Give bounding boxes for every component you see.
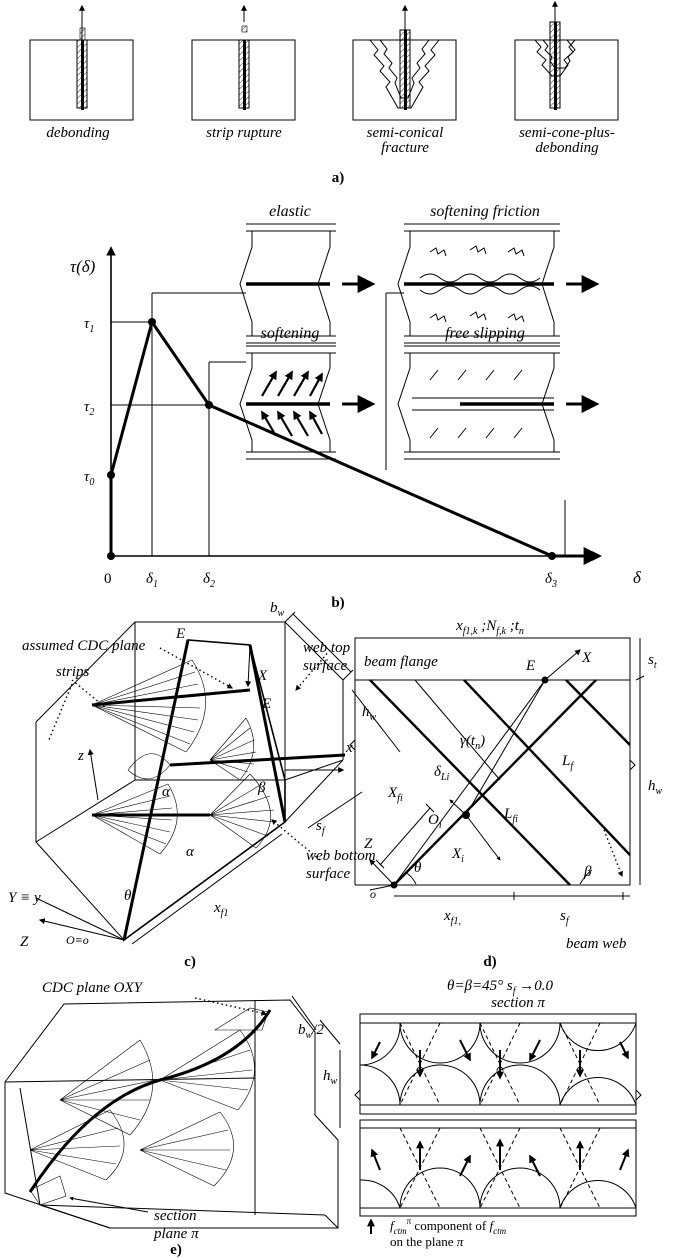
sym-X: X [257, 668, 268, 684]
tau1-label: τ1 [84, 316, 94, 335]
panel-label-c: c) [184, 954, 196, 970]
sym-E-d: E [525, 658, 535, 674]
sub-f: section π [491, 995, 545, 1011]
sym-theta: θ [124, 888, 132, 904]
sym-alpha-2: α [186, 844, 195, 860]
section-curve [28, 1009, 272, 1193]
panel-f: θ=β=45° sf →0.0 section π [354, 978, 642, 1249]
sym-x: x [345, 740, 353, 756]
annot-web-bottom-surface: web bottom [306, 848, 376, 864]
panel-label-a: a) [332, 170, 345, 186]
stage-softening-friction: softening friction [397, 203, 600, 344]
sym-xf1-d: xf1, [443, 908, 461, 927]
annot-cdc-plane-oxy: CDC plane OXY [42, 980, 144, 996]
delta1-label: δ1 [146, 571, 158, 590]
annot-beam-flange: beam flange [364, 654, 438, 670]
sym-theta-d: θ [414, 860, 422, 876]
sym-hw-d: hw [648, 778, 663, 797]
sym-z: z [77, 748, 84, 764]
stage-elastic: elastic [239, 203, 376, 344]
legend-1-line-2: on the plane π [390, 1234, 464, 1249]
annot-beam-web: beam web [566, 936, 627, 952]
sym-E-right: E [261, 696, 271, 712]
annot-web-top-surface-2: surface [303, 658, 348, 674]
svg-text:softening: softening [261, 325, 320, 342]
sym-Z: Z [20, 934, 29, 950]
sym-alpha-1: α [162, 784, 171, 800]
panel-d: xf1,k ;Nf,k ;tn beam flange st hw [349, 618, 663, 970]
legend-1-line-1: fctmπ component of fctm [390, 1216, 507, 1236]
delta3-label: δ3 [545, 571, 557, 590]
panel-label-b: b) [331, 595, 344, 611]
panel-e: CDC plane OXY bw/2 hw section plane π e) [4, 980, 341, 1258]
mode-semi-conical-drawing [352, 4, 457, 121]
stage-softening: softening [239, 325, 376, 460]
sym-Xfi: Xfi [387, 785, 403, 804]
sym-E-top: E [175, 626, 185, 642]
sym-beta: β [257, 780, 266, 796]
tau2-label: τ2 [84, 399, 94, 418]
sym-Y-eq-y: Y ≡ y [8, 890, 41, 906]
bond-slip-curve [109, 318, 553, 558]
mode-label-semi-conical-2: fracture [381, 140, 429, 156]
sym-deltaLi: δLi [434, 764, 450, 783]
annot-web-bottom-surface-2: surface [306, 866, 351, 882]
annot-assumed-cdc-plane: assumed CDC plane [22, 638, 146, 654]
sym-bw-half: bw/2 [298, 1022, 324, 1041]
svg-text:free slipping: free slipping [445, 325, 525, 342]
sym-Z-d: Z [364, 836, 373, 852]
y-axis-label: τ(δ) [70, 257, 96, 276]
mode-label-cone-plus-debonding: semi-cone-plus- [519, 125, 615, 141]
panel-label-e: e) [170, 1242, 182, 1258]
sym-sf-d: sf [560, 908, 570, 927]
stage-free-slipping: free slipping [397, 325, 600, 460]
sym-Lfi: Lfi [503, 806, 518, 825]
sym-o-d: o [370, 887, 376, 901]
sym-X-d: X [581, 650, 592, 666]
sym-O-eq-o: O≡o [66, 933, 89, 947]
header-f: θ=β=45° sf →0.0 [447, 978, 553, 997]
delta2-label: δ2 [203, 571, 215, 590]
panel-label-d: d) [483, 954, 496, 970]
origin-label: 0 [104, 571, 112, 587]
mode-label-semi-conical: semi-conical [367, 125, 444, 141]
annot-section-plane: section [154, 1208, 197, 1224]
annot-section-plane-2: plane π [153, 1226, 199, 1242]
mode-cone-plus-debonding-drawing [514, 0, 619, 121]
x-axis-label: δ [633, 568, 642, 587]
mode-label-cone-plus-debonding-2: debonding [535, 140, 599, 156]
sym-gamma-tn: γ(tn) [460, 733, 485, 752]
sym-Oi: Oi [428, 812, 442, 831]
sym-Xi: Xi [451, 846, 464, 865]
sym-st: st [648, 652, 657, 671]
tau0-label: τ0 [84, 469, 94, 488]
svg-text:softening friction: softening friction [430, 203, 540, 220]
sym-hw-e: hw [323, 1068, 338, 1087]
sym-xf1: xf1 [213, 900, 228, 919]
header-d: xf1,k ;Nf,k ;tn [455, 618, 524, 637]
annot-web-top-surface: web top [303, 640, 351, 656]
sym-beta-d: β [583, 864, 592, 880]
sym-bw: bw [270, 600, 285, 619]
mode-label-debonding: debonding [46, 125, 110, 141]
mode-label-strip-rupture: strip rupture [206, 125, 282, 141]
svg-text:elastic: elastic [269, 203, 311, 220]
panel-a: debonding strip rupture semi-conical fra… [29, 0, 619, 186]
sym-hw: hw [362, 704, 377, 723]
sym-sf: sf [316, 818, 326, 837]
sym-Lf: Lf [561, 753, 574, 772]
panel-c: assumed CDC plane web top surface strips… [8, 600, 401, 970]
panel-b: τ(δ) δ 0 τ1 τ2 τ0 δ1 δ2 δ3 elastic [70, 203, 642, 611]
annot-strips: strips [56, 664, 90, 680]
mode-debonding-drawing [29, 4, 134, 121]
mode-strip-rupture-drawing [191, 4, 296, 121]
